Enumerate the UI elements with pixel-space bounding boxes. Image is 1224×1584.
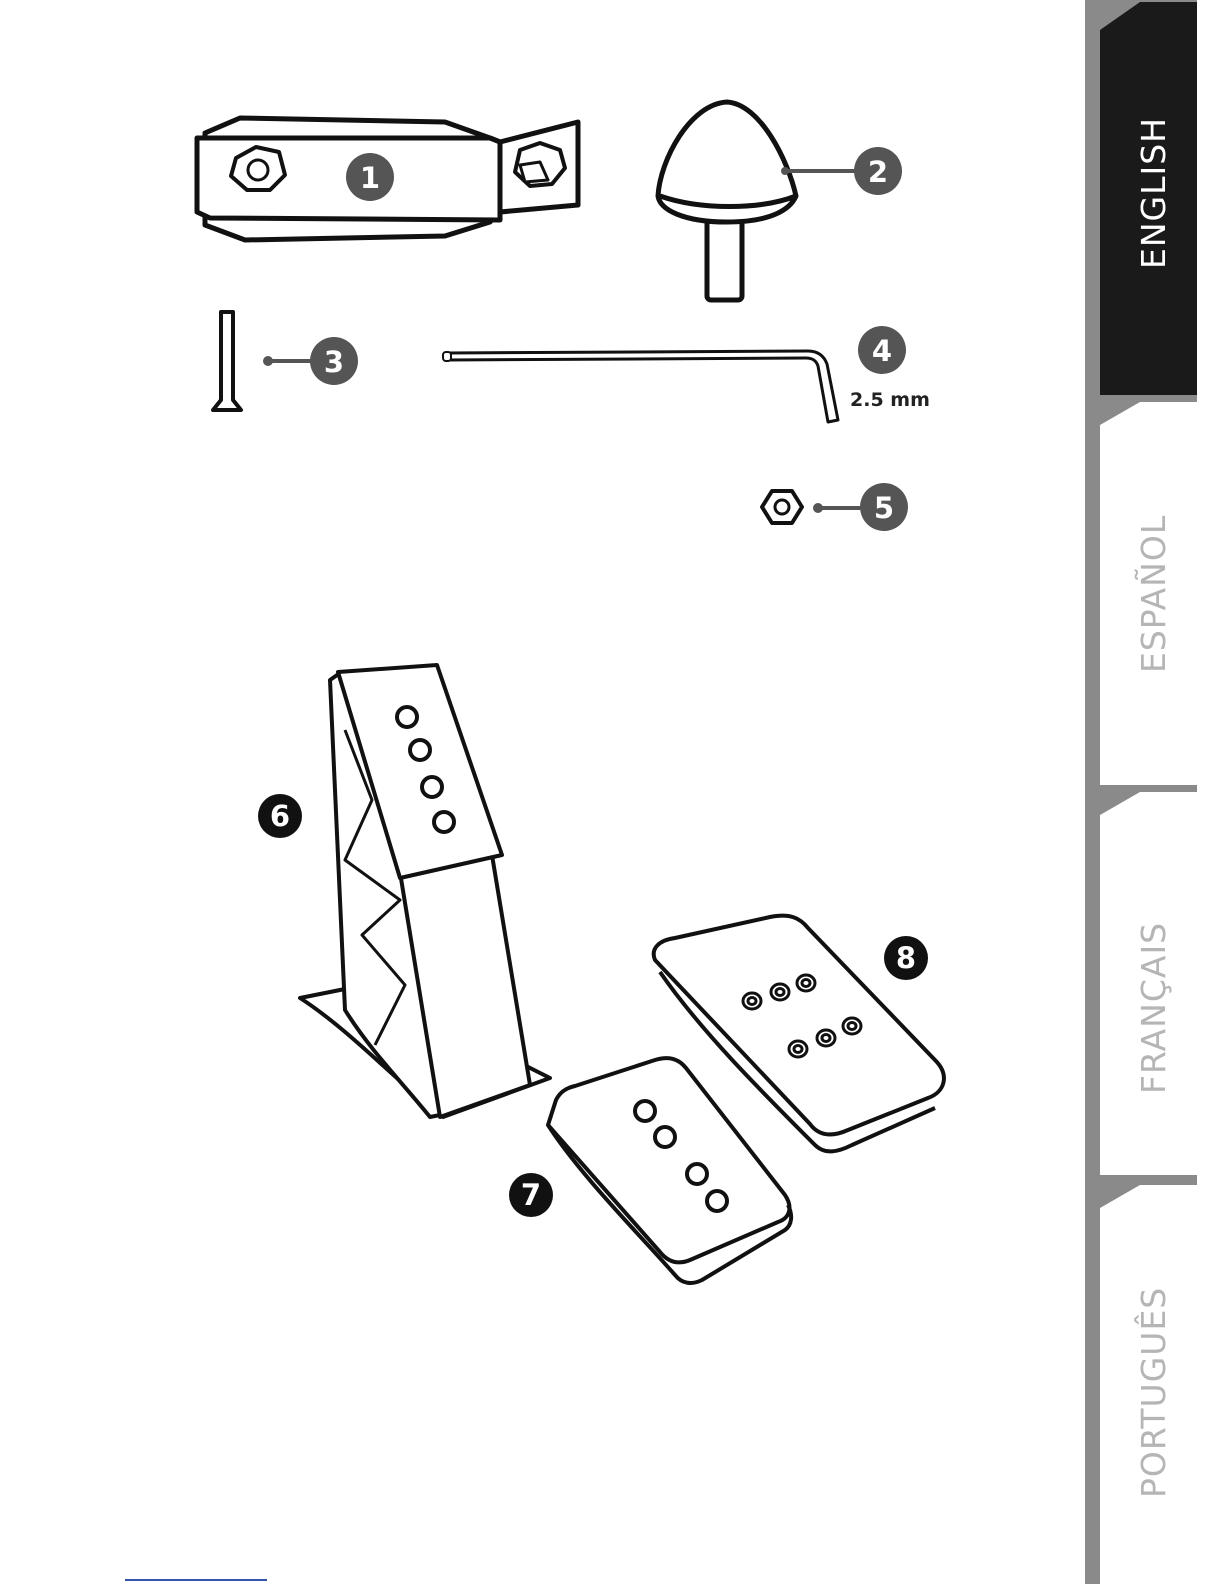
callout-8-number: 8: [896, 941, 916, 975]
callout-8: 8: [884, 936, 928, 980]
callout-6-number: 6: [270, 799, 290, 833]
tab-espanol-label: ESPAÑOL: [1134, 515, 1173, 673]
part-5-nut: [762, 491, 802, 523]
callout-3: 3: [263, 337, 358, 385]
part-7-small-pedal-plate: [548, 1058, 791, 1283]
tab-francais[interactable]: FRANÇAIS: [1100, 792, 1197, 1175]
part-4-hex-key: [443, 351, 838, 422]
callout-7: 7: [509, 1173, 553, 1217]
callout-4-number: 4: [872, 334, 892, 368]
callout-5-number: 5: [874, 491, 894, 525]
part-3-screw: [213, 312, 241, 410]
callout-4: 4 2.5 mm: [850, 326, 930, 411]
callout-5: 5: [813, 483, 908, 531]
tab-portugues-label: PORTUGUÊS: [1133, 1287, 1173, 1498]
tab-portugues[interactable]: PORTUGUÊS: [1100, 1185, 1197, 1584]
callout-2-number: 2: [868, 155, 888, 189]
part-2-cone-stop: [658, 102, 796, 300]
callout-1: 1: [346, 153, 394, 201]
tab-francais-label: FRANÇAIS: [1134, 922, 1173, 1094]
callout-2: 2: [781, 147, 902, 195]
language-tab-strip: ENGLISH ESPAÑOL FRANÇAIS PORTUGUÊS: [1085, 0, 1197, 1584]
tab-english-label: ENGLISH: [1134, 117, 1173, 269]
footer-rule: [125, 1579, 267, 1581]
part-6-pedal-arm: [300, 665, 550, 1117]
tab-english[interactable]: ENGLISH: [1100, 2, 1197, 395]
callout-6: 6: [258, 794, 302, 838]
callout-3-number: 3: [324, 345, 344, 379]
callout-1-number: 1: [360, 161, 380, 195]
tab-espanol[interactable]: ESPAÑOL: [1100, 402, 1197, 785]
hex-key-size-label: 2.5 mm: [850, 389, 930, 411]
callout-7-number: 7: [521, 1178, 541, 1212]
